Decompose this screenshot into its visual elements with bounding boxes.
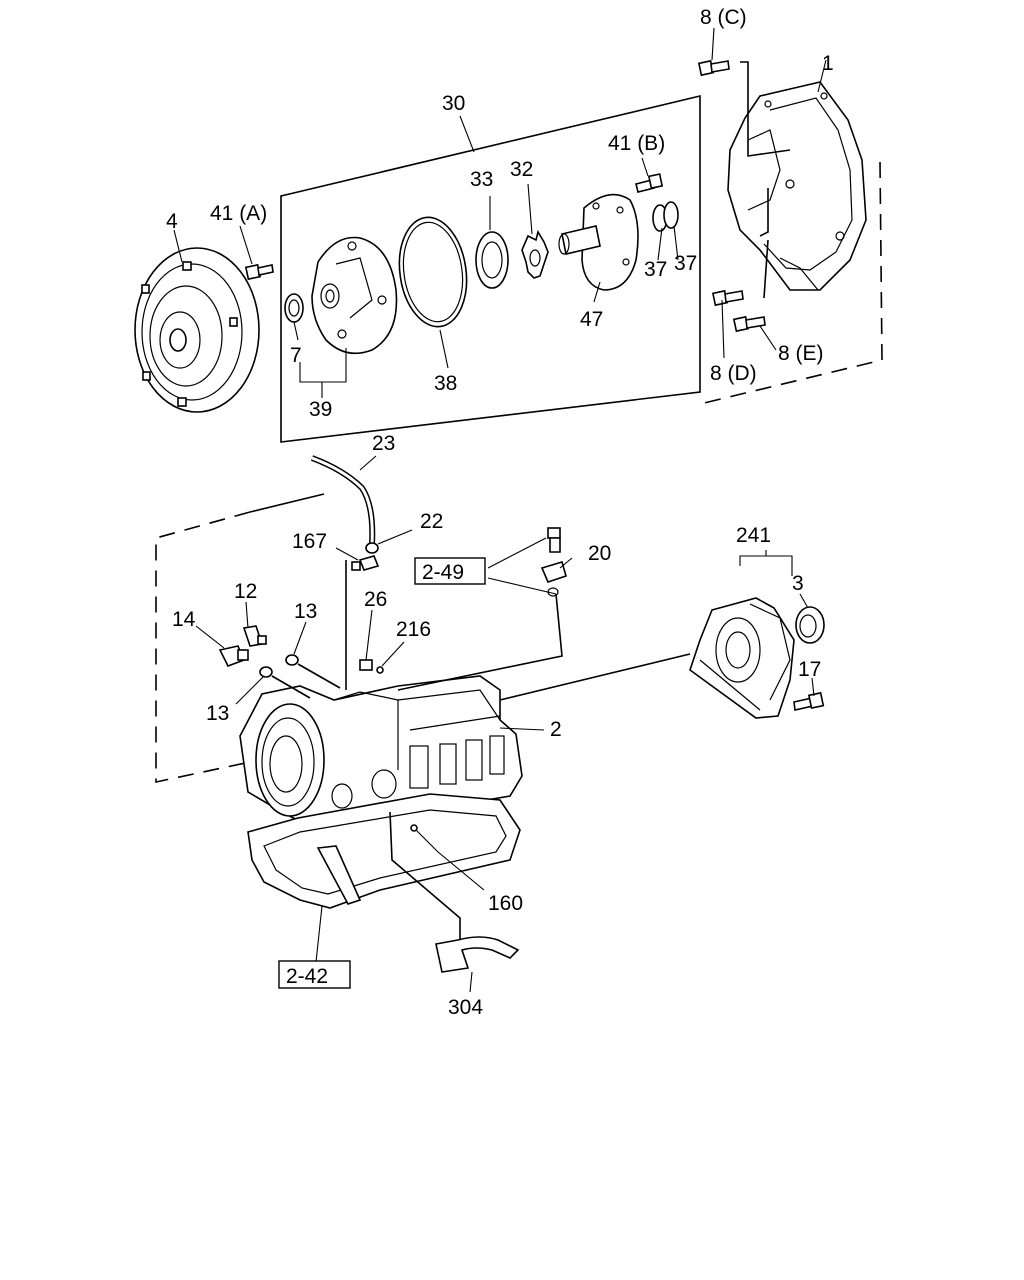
seal-7 — [284, 293, 304, 323]
label-32: 32 — [510, 158, 533, 181]
label-23: 23 — [372, 432, 395, 455]
label-26: 26 — [364, 588, 387, 611]
bolt-8d — [711, 289, 744, 307]
label-41a: 41 (A) — [210, 202, 267, 225]
connector-14 — [218, 645, 249, 668]
label-12: 12 — [234, 580, 257, 603]
inner-gear-32 — [521, 229, 549, 279]
label-2: 2 — [550, 718, 562, 741]
bolt-17 — [793, 691, 825, 711]
clip-22 — [365, 542, 379, 554]
pump-body — [311, 236, 398, 355]
label-167: 167 — [292, 530, 327, 553]
seal-rings-37 — [652, 201, 679, 232]
label-2-42: 2-42 — [286, 965, 328, 988]
housing-bracket-line — [699, 161, 883, 405]
outer-gear-33 — [475, 231, 509, 289]
ref-box-2-42 — [278, 960, 351, 989]
extension-housing — [689, 597, 795, 719]
transmission-case — [239, 675, 523, 831]
bolt-41b — [635, 173, 664, 193]
o-ring-13a — [285, 654, 299, 666]
label-38: 38 — [434, 372, 457, 395]
labels: 8 (C) 1 30 41 (B) 33 32 4 41 (A) 37 37 7… — [166, 6, 834, 1019]
oil-pan — [247, 793, 521, 909]
case-extension-line — [499, 653, 691, 701]
plug-216 — [376, 666, 384, 674]
pan-clamp-line — [389, 811, 461, 940]
bolt-41a — [244, 263, 274, 281]
label-39: 39 — [309, 398, 332, 421]
o-ring-38 — [398, 216, 468, 328]
label-2-49: 2-49 — [422, 561, 464, 584]
label-13a: 13 — [294, 600, 317, 623]
label-14: 14 — [172, 608, 196, 631]
bolt-8c — [697, 59, 730, 77]
plug-26 — [359, 659, 373, 671]
label-41b: 41 (B) — [608, 132, 665, 155]
ref-box-2-49 — [414, 557, 486, 585]
label-47: 47 — [580, 308, 603, 331]
elbow-167 — [351, 555, 380, 571]
converter-housing — [727, 81, 867, 291]
drain-plug-160 — [410, 824, 418, 832]
label-37b: 37 — [674, 252, 697, 275]
bolt-2-49 — [547, 527, 561, 553]
label-37a: 37 — [644, 258, 667, 281]
label-33: 33 — [470, 168, 493, 191]
clamp-304 — [435, 936, 520, 973]
label-304: 304 — [448, 996, 483, 1019]
label-1: 1 — [822, 52, 834, 75]
stator-shaft-47 — [558, 193, 639, 291]
torque-converter — [134, 247, 260, 413]
label-241: 241 — [736, 524, 771, 547]
case-sensor-line — [397, 593, 563, 691]
case-left-bracket — [155, 511, 251, 783]
label-8c: 8 (C) — [700, 6, 747, 29]
housing-inner-line — [740, 61, 791, 157]
label-20: 20 — [588, 542, 611, 565]
label-216: 216 — [396, 618, 431, 641]
label-8e: 8 (E) — [778, 342, 824, 365]
label-30: 30 — [442, 92, 465, 115]
label-8d: 8 (D) — [710, 362, 757, 385]
seal-3 — [795, 606, 825, 644]
label-4: 4 — [166, 210, 178, 233]
label-17: 17 — [798, 658, 821, 681]
label-7: 7 — [290, 344, 302, 367]
label-160: 160 — [488, 892, 523, 915]
label-3: 3 — [792, 572, 804, 595]
bolt-8e — [732, 315, 766, 333]
sensor-20 — [540, 561, 567, 597]
pump-group-frame — [280, 94, 701, 443]
o-ring-13b — [259, 666, 273, 678]
label-13b: 13 — [206, 702, 229, 725]
label-22: 22 — [420, 510, 443, 533]
switch-12 — [242, 625, 267, 647]
leader-lines — [173, 27, 827, 993]
